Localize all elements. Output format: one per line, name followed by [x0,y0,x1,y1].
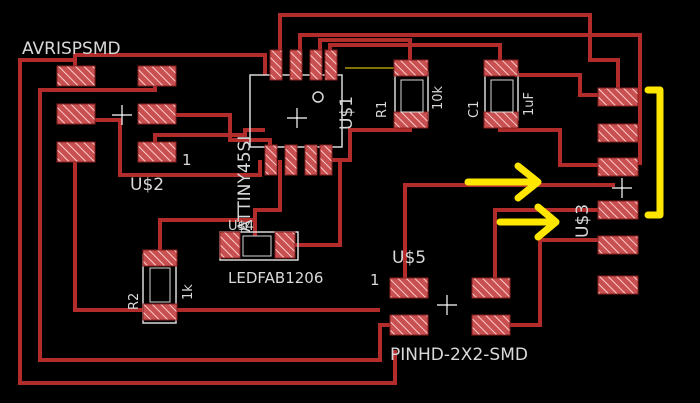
label-led: LEDFAB1206 [228,269,323,287]
pad-attiny-top-4 [324,49,338,81]
pad-attiny-bot-4 [319,144,333,176]
pad-u5-1 [389,277,429,299]
pad-attiny-bot-1 [264,144,278,176]
crosshair-avrisp [112,105,132,125]
pad-avrisp-2 [137,65,177,87]
trace-mid-3 [73,152,160,312]
pad-u3-2 [597,123,639,143]
label-c1-value: 1uF [522,92,537,116]
pad-attiny-top-3 [309,49,323,81]
label-attiny: ATTINY45SI [235,136,255,232]
label-pin1-u5: 1 [370,271,380,289]
label-u4: U$4 [228,219,254,234]
crosshair-u5 [437,295,457,315]
trace-to-r2 [158,218,255,260]
pad-u3-6 [597,275,639,295]
trace-left-inner [38,75,410,362]
label-r2: R2 [127,293,142,310]
label-avrisp: AVRISPSMD [22,39,121,59]
pad-r1-bottom [393,111,429,129]
trace-u3-low [495,238,615,327]
label-u5: U$5 [392,248,426,268]
pad-u5-3 [389,314,429,336]
trace-ic-top2 [318,38,412,75]
pad-attiny-top-2 [289,49,303,81]
pad-attiny-bot-2 [284,144,298,176]
pad-avrisp-1 [56,65,96,87]
pads [56,49,639,336]
label-r2-value: 1k [181,284,196,300]
arrow-lower [496,203,560,241]
pad-led-right [274,231,296,259]
trace-to-led [253,160,282,245]
pad-u3-4 [597,200,639,220]
label-u1: U$1 [337,96,357,130]
trace-top-left [73,53,267,75]
trace-left-border [18,58,397,385]
pad-r2-bottom [142,303,178,321]
crosshair-attiny [287,108,307,128]
pad-avrisp-4 [137,103,177,125]
pad-c1-top [483,59,519,77]
pad-avrisp-6 [137,141,177,163]
trace-u3-mid [493,208,615,290]
attiny-outline [249,74,343,148]
pad-u5-2 [471,277,511,299]
trace-misc-a [153,128,265,150]
trace-outer-loop [278,13,620,98]
silk-text: AVRISPSMD U$2 1 ATTINY45SI U$1 R1 10k C1… [22,39,593,365]
pad-avrisp-5 [56,141,96,163]
r1-body [400,79,424,113]
component-bodies [149,79,514,303]
pad-u3-1 [597,87,639,107]
annotations [464,86,664,241]
pad-r1-top [393,59,429,77]
label-r1-value: 10k [431,85,446,110]
pad-attiny-bot-3 [304,144,318,176]
c1-body [490,79,514,113]
pad-led-left [219,231,241,259]
arrow-upper [464,162,542,202]
pad-attiny-top-1 [269,49,283,81]
pad-u3-3 [597,157,639,177]
trace-mid-2 [155,113,272,150]
bracket-annotation [644,86,664,219]
r2-body [149,267,171,303]
attiny-pin1-dot [312,91,324,103]
pad-u3-5 [597,235,639,255]
label-u3: U$3 [573,204,593,238]
label-pinhd: PINHD-2X2-SMD [390,345,528,365]
label-c1: C1 [467,101,482,118]
label-pin1-avrisp: 1 [182,151,192,169]
label-u2: U$2 [130,175,164,195]
label-r1: R1 [375,101,390,118]
crosshair-u3 [612,178,632,198]
trace-r1-top [298,33,642,165]
pad-r2-top [142,249,178,267]
pad-avrisp-3 [56,103,96,125]
pad-c1-bottom [483,111,519,129]
silk-lines [142,67,519,324]
trace-led-right [290,160,342,247]
led-body [242,235,272,257]
pad-u5-4 [471,314,511,336]
